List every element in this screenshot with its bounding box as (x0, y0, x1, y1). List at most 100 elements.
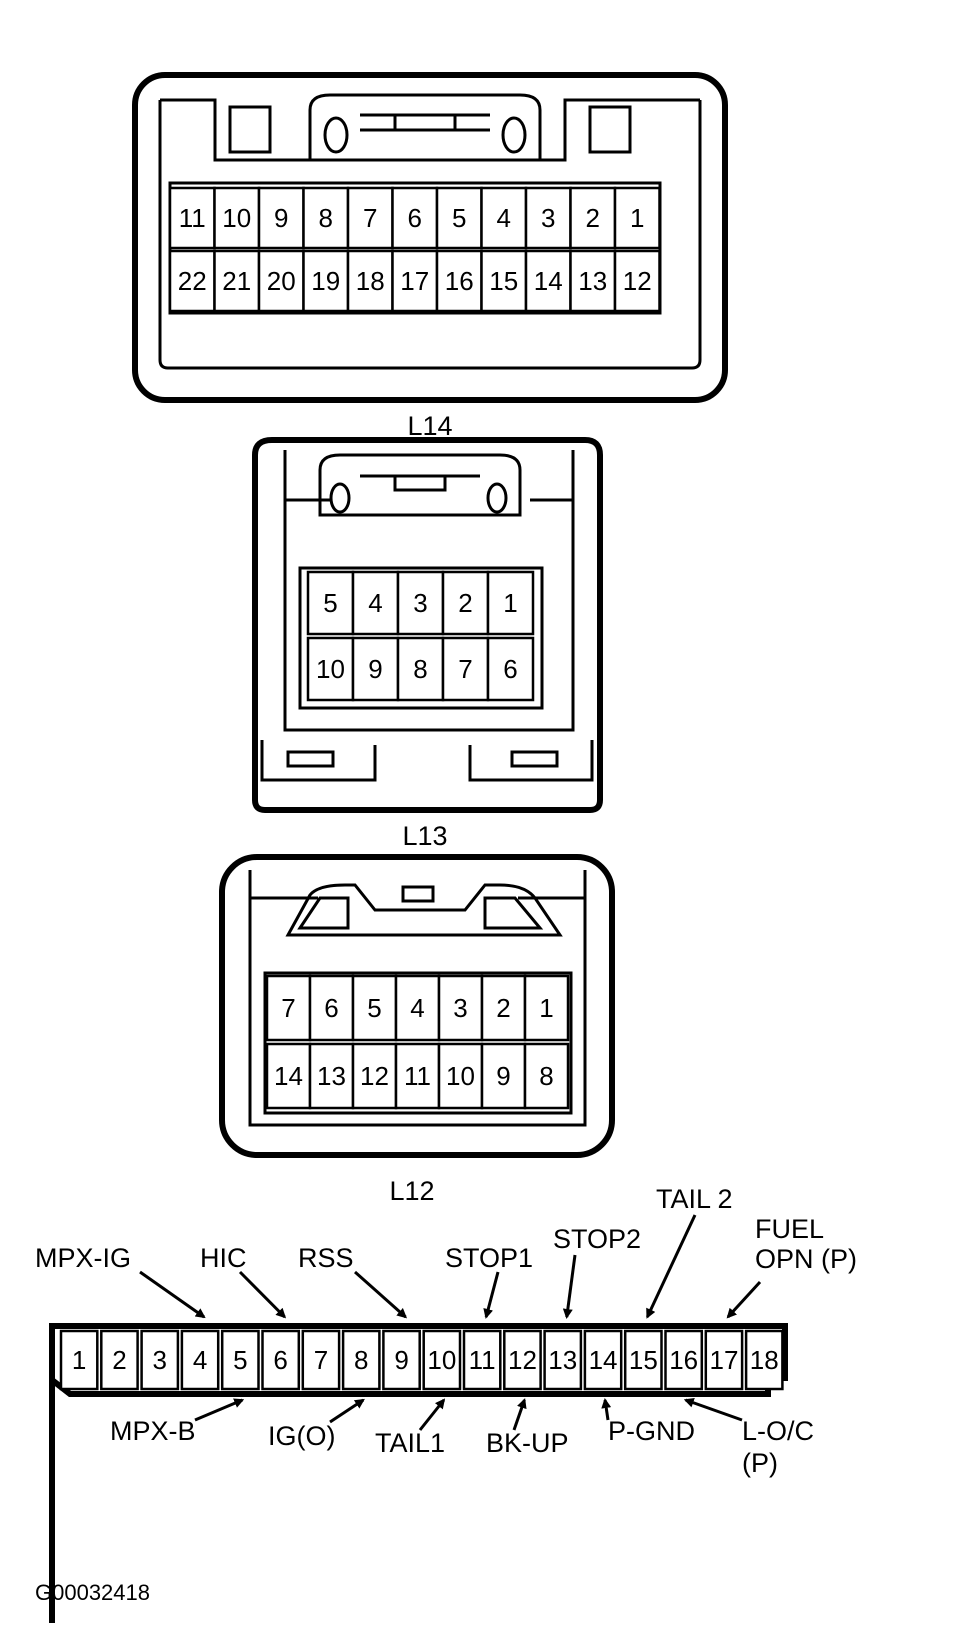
pinout-label-opn-p-: OPN (P) (755, 1244, 857, 1274)
l12-pin-10: 10 (446, 1061, 475, 1091)
l13-pin-8: 8 (413, 654, 427, 684)
l14-pin-3: 3 (541, 203, 555, 233)
l12-caption: L12 (389, 1176, 434, 1206)
l12-pin-cell-7 (265, 974, 312, 1042)
l13-pin-cell-5 (306, 570, 355, 636)
l12-pin-14: 14 (274, 1061, 303, 1091)
pinout-label-p-gnd: P-GND (608, 1416, 695, 1446)
l14-pin-cell-15 (480, 249, 528, 313)
pinout-pin-6: 6 (273, 1345, 287, 1375)
pinout-leader-pin-11 (483, 1271, 500, 1319)
l12-pin-13: 13 (317, 1061, 346, 1091)
pinout-leader-pin-16 (683, 1397, 743, 1422)
l14-right-tab (588, 105, 632, 154)
l13-pin-frame (298, 566, 544, 710)
l12-inner-wall (248, 870, 587, 1127)
l12-pin-cell-8 (523, 1042, 570, 1110)
l13-pin-1: 1 (503, 588, 517, 618)
l12-pin-4: 4 (410, 993, 424, 1023)
l14-pin-17: 17 (400, 266, 429, 296)
l14-pin-cell-12 (613, 249, 661, 313)
pinout-label--p-: (P) (742, 1448, 778, 1478)
l14-outer-housing (132, 72, 728, 403)
pinout-leader-pin-5 (194, 1398, 245, 1422)
l12-pin-cell-11 (394, 1042, 441, 1110)
l12-pin-9: 9 (496, 1061, 510, 1091)
pinout-pin-cell-9 (382, 1329, 421, 1391)
l13-pin-5: 5 (323, 588, 337, 618)
l14-pin-cell-5 (435, 186, 483, 250)
pinout-leader-pin-8 (329, 1398, 365, 1424)
l12-pin-cell-4 (394, 974, 441, 1042)
pinout-label-hic: HIC (200, 1243, 247, 1273)
l14-caption: L14 (407, 411, 452, 441)
l14-left-tab (228, 105, 272, 154)
pinout-leader-pin-12 (512, 1398, 527, 1431)
pinout-pin-1: 1 (72, 1345, 86, 1375)
l13-lock-arm (318, 453, 522, 517)
l14-pin-21: 21 (222, 266, 251, 296)
pinout-leader-pin-14 (601, 1398, 612, 1421)
l14-pin-cell-1 (613, 186, 661, 250)
pinout-leader-pin-15 (645, 1214, 697, 1319)
l12-pin-12: 12 (360, 1061, 389, 1091)
l14-pin-cell-7 (346, 186, 394, 250)
l14-pin-18: 18 (356, 266, 385, 296)
pinout-pin-10: 10 (427, 1345, 456, 1375)
l13-pin-6: 6 (503, 654, 517, 684)
l14-pin-14: 14 (534, 266, 563, 296)
pinout-pin-15: 15 (629, 1345, 658, 1375)
l12-pin-5: 5 (367, 993, 381, 1023)
l12-pin-cell-12 (351, 1042, 398, 1110)
l14-pin-2: 2 (586, 203, 600, 233)
l12-pin-2: 2 (496, 993, 510, 1023)
l12-pin-8: 8 (539, 1061, 553, 1091)
l14-pin-11: 11 (179, 203, 206, 233)
pinout-pin-cell-15 (623, 1329, 663, 1391)
l14-lock-arm (308, 93, 542, 160)
pinout-pin-16: 16 (669, 1345, 698, 1375)
pinout-label-mpx-b: MPX-B (110, 1416, 196, 1446)
l13-inner-wall (283, 450, 575, 732)
pinout-pin-cell-16 (664, 1329, 704, 1391)
l13-pin-cell-8 (396, 636, 445, 702)
pinout-pin-18: 18 (750, 1345, 779, 1375)
figure-code: G00032418 (35, 1580, 150, 1605)
l14-pin-12: 12 (623, 266, 652, 296)
pinout-label-stop2: STOP2 (553, 1224, 641, 1254)
l12-pin-frame (263, 971, 573, 1115)
pinout-label-rss: RSS (298, 1243, 354, 1273)
pinout-leader-pin-13 (562, 1254, 577, 1319)
pinout-pin-cell-8 (341, 1329, 381, 1391)
l14-lock-hole-left (323, 116, 349, 154)
l13-pin-2: 2 (458, 588, 472, 618)
l14-pin-cell-16 (435, 249, 483, 313)
l13-pin-10: 10 (316, 654, 345, 684)
pinout-label-ig-o-: IG(O) (268, 1421, 336, 1451)
pinout-pin-cell-5 (220, 1329, 260, 1391)
l12-pin-6: 6 (324, 993, 338, 1023)
l14-pin-10: 10 (222, 203, 251, 233)
pinout-pin-cell-17 (704, 1329, 744, 1391)
pinout-pin-8: 8 (354, 1345, 368, 1375)
pinout-pin-7: 7 (314, 1345, 328, 1375)
l13-pin-4: 4 (368, 588, 382, 618)
l12-pin-3: 3 (453, 993, 467, 1023)
l14-pin-cell-6 (391, 186, 439, 250)
pinout-label-l-o-c: L-O/C (742, 1416, 814, 1446)
l12-lock-arm (285, 883, 563, 937)
l14-lock-hole-right (501, 116, 527, 154)
pinout-pin-11: 11 (469, 1345, 496, 1375)
l12-pin-11: 11 (404, 1061, 431, 1091)
pinout-label-mpx-ig: MPX-IG (35, 1243, 131, 1273)
l13-lock-hole-right (486, 482, 508, 514)
l12-pin-cell-1 (523, 974, 570, 1042)
l13-pin-cell-6 (486, 636, 535, 702)
l14-pin-cell-17 (391, 249, 439, 313)
pinout-pin-5: 5 (233, 1345, 247, 1375)
pinout-leader-pin-17 (726, 1280, 762, 1319)
